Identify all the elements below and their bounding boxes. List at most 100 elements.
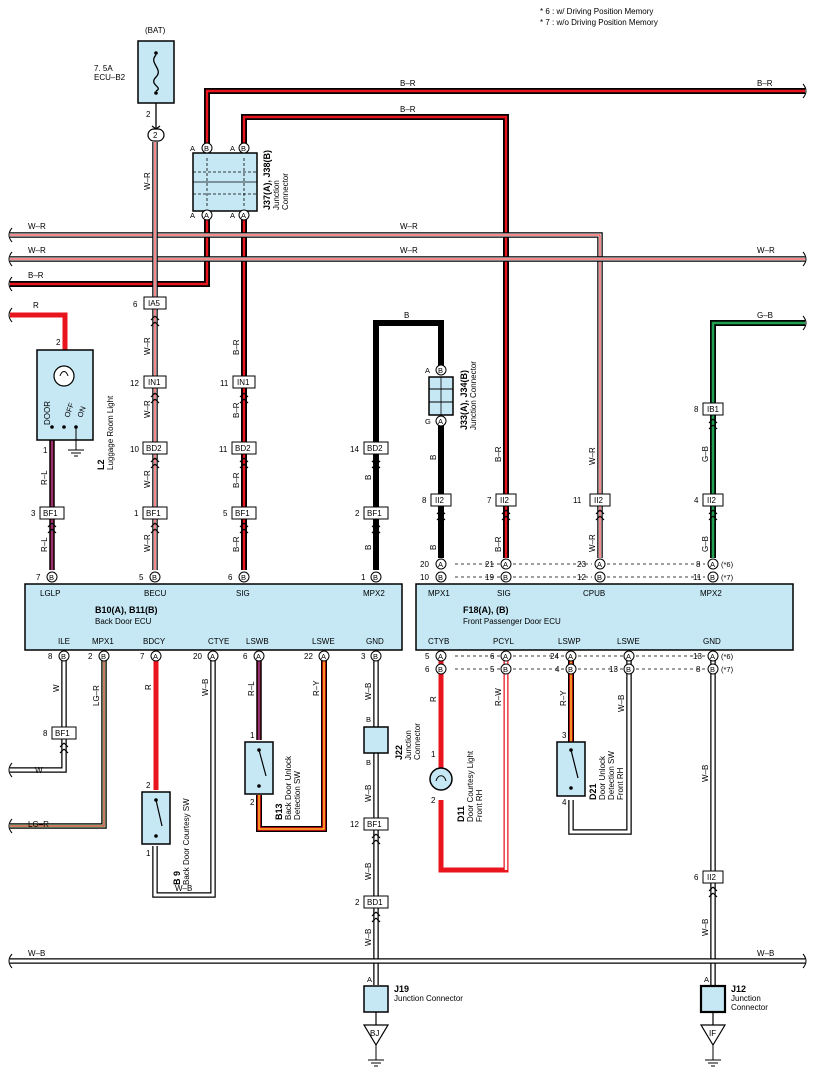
svg-text:BD2: BD2 [146,444,162,453]
wire-labels: B–R B–R B–R W–R W–R W–R W–R W–R B–R R B … [28,79,775,958]
b13-back-door-unlock-sw: 1 2 B13 Back Door Unlock Detection SW [244,731,302,820]
svg-text:D11: D11 [456,806,466,822]
connector-ii2-1: II2 8 [422,493,452,521]
svg-text:B: B [364,475,373,480]
svg-text:B–R: B–R [232,339,241,355]
svg-text:R–L: R–L [40,470,49,485]
svg-text:R: R [429,696,438,702]
svg-text:W–R: W–R [143,172,152,190]
svg-text:II2: II2 [594,496,603,505]
svg-text:J19: J19 [394,984,409,994]
svg-text:20: 20 [420,560,429,569]
svg-text:W–R: W–R [28,246,46,255]
connector-bd1: BD1 2 [355,895,389,923]
svg-text:IA5: IA5 [148,299,161,308]
wire-br-left [10,218,210,287]
svg-text:12: 12 [577,573,586,582]
svg-text:B: B [366,715,371,724]
svg-text:GND: GND [366,637,384,646]
svg-text:2: 2 [146,110,151,119]
connector-bf1-5: BF1 8 [43,726,77,754]
svg-text:LG–R: LG–R [28,820,49,829]
svg-text:B: B [503,665,508,674]
svg-text:G: G [425,417,431,426]
svg-text:B10(A), B11(B): B10(A), B11(B) [95,605,158,615]
svg-text:B: B [429,545,438,550]
svg-text:B: B [438,665,443,674]
svg-text:(*6): (*6) [721,652,734,661]
svg-text:W–R: W–R [143,337,152,355]
connector-bf1-6: BF1 12 [350,817,389,845]
svg-text:B–R: B–R [232,402,241,418]
svg-text:J22: J22 [394,745,404,760]
svg-text:B–R: B–R [232,536,241,552]
svg-text:(BAT): (BAT) [145,26,166,35]
svg-text:Front Passenger Door ECU: Front Passenger Door ECU [463,617,561,626]
svg-text:W–B: W–B [201,679,210,696]
svg-text:A: A [438,560,443,569]
connector-ii2-2: II2 7 [487,493,517,521]
svg-text:B–R: B–R [494,536,503,552]
connector-ii2-5: II2 6 [694,870,724,898]
svg-text:W–B: W–B [617,695,626,712]
svg-text:B: B [568,665,573,674]
svg-text:13: 13 [609,665,618,674]
svg-text:R–W: R–W [494,688,503,706]
svg-text:(*7): (*7) [721,573,734,582]
svg-text:2: 2 [250,798,255,807]
svg-text:2: 2 [431,796,436,805]
svg-text:MPX2: MPX2 [363,589,385,598]
svg-text:B: B [204,144,209,153]
svg-text:W–R: W–R [588,447,597,465]
svg-text:7. 5A: 7. 5A [94,64,113,73]
svg-text:A: A [256,652,261,661]
svg-text:B: B [241,144,246,153]
svg-text:R: R [33,301,39,310]
svg-text:B: B [152,573,157,582]
svg-text:A: A [241,211,246,220]
svg-text:Junction Connector: Junction Connector [394,994,463,1003]
svg-text:8: 8 [422,496,427,505]
svg-text:W–B: W–B [364,863,373,880]
svg-text:W–R: W–R [143,534,152,552]
front-passenger-door-ecu: F18(A), (B) Front Passenger Door ECU MPX… [415,583,794,651]
svg-text:B: B [626,665,631,674]
svg-text:B 9: B 9 [172,871,182,885]
svg-text:BF1: BF1 [55,729,70,738]
svg-text:IN1: IN1 [237,378,250,387]
note-7: * 7 : w/o Driving Position Memory [540,18,658,27]
svg-text:W–B: W–B [701,765,710,782]
connector-ii2-3: II2 11 [573,493,611,521]
svg-text:6: 6 [425,665,430,674]
svg-text:B: B [438,573,443,582]
j22-junction-connector: B B J22 Junction Connector [363,715,422,767]
svg-text:13: 13 [693,652,702,661]
svg-text:CTYE: CTYE [208,637,229,646]
svg-text:A: A [568,652,573,661]
svg-text:Junction Connector: Junction Connector [469,361,478,430]
svg-text:1: 1 [250,731,255,740]
svg-text:B–R: B–R [757,79,773,88]
svg-text:8: 8 [696,560,701,569]
wire-br-top [204,88,805,145]
wire-br-sig [241,114,509,558]
svg-text:II2: II2 [500,496,509,505]
fuse-ecu-b2: (BAT) 7. 5A ECU–B2 2 2 [94,26,175,142]
wire-w-ile [10,660,67,773]
svg-text:B: B [61,652,66,661]
svg-text:10: 10 [420,573,429,582]
svg-text:3: 3 [562,731,567,740]
svg-text:B–R: B–R [400,105,416,114]
svg-text:B–R: B–R [232,472,241,488]
svg-text:14: 14 [350,445,359,454]
svg-text:R: R [144,684,153,690]
svg-text:(*7): (*7) [721,665,734,674]
svg-text:11: 11 [573,496,582,505]
svg-text:A: A [626,652,631,661]
svg-text:8: 8 [694,405,699,414]
svg-text:R–L: R–L [40,537,49,552]
svg-text:Luggage Room Light: Luggage Room Light [106,395,115,470]
svg-text:F18(A), (B): F18(A), (B) [463,605,509,615]
svg-text:8: 8 [43,729,48,738]
svg-text:5: 5 [490,665,495,674]
